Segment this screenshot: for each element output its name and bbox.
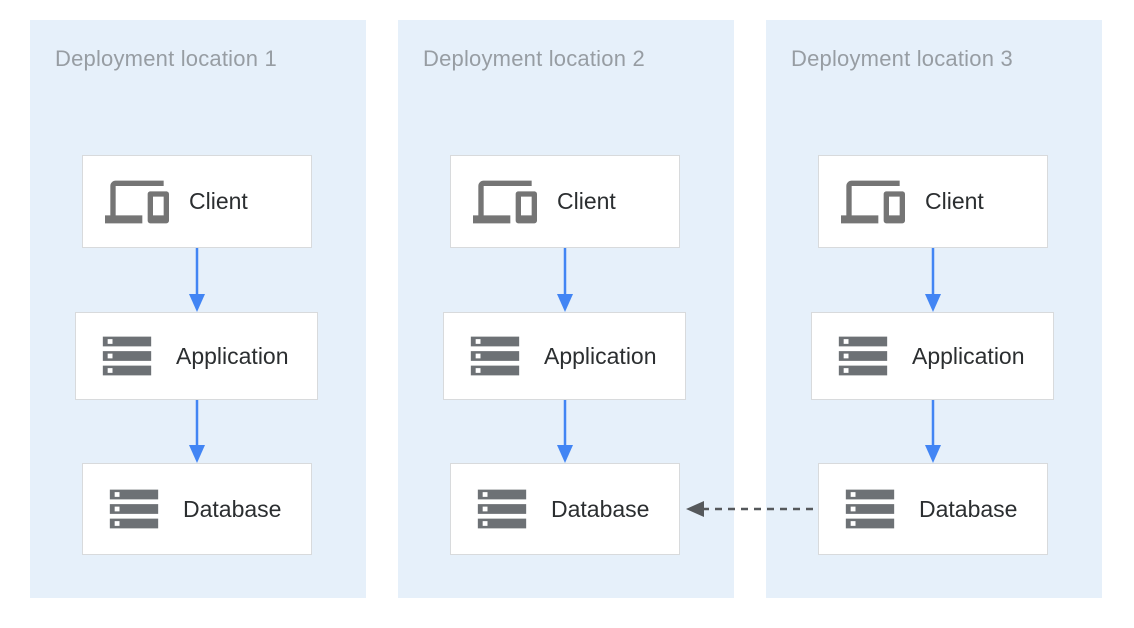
node-database: Database bbox=[450, 463, 680, 555]
node-label: Application bbox=[176, 342, 289, 369]
devices-icon bbox=[841, 170, 905, 234]
server-stack-icon bbox=[98, 327, 156, 385]
node-application: Application bbox=[443, 312, 686, 400]
node-label: Client bbox=[189, 188, 248, 214]
deployment-panel-2: Deployment location 2 Client Application… bbox=[398, 20, 734, 598]
devices-icon bbox=[105, 170, 169, 234]
node-client: Client bbox=[450, 155, 680, 248]
server-stack-icon bbox=[105, 480, 163, 538]
arrow-application-to-database bbox=[189, 400, 205, 463]
server-stack-icon bbox=[473, 480, 531, 538]
panel-title: Deployment location 3 bbox=[791, 46, 1013, 71]
panel-title: Deployment location 2 bbox=[423, 46, 645, 71]
arrow-application-to-database bbox=[557, 400, 573, 463]
node-label: Database bbox=[183, 495, 282, 522]
server-stack-icon bbox=[841, 480, 899, 538]
node-application: Application bbox=[811, 312, 1054, 400]
node-database: Database bbox=[818, 463, 1048, 555]
node-database: Database bbox=[82, 463, 312, 555]
node-label: Client bbox=[925, 188, 984, 214]
dashed-replication-arrow bbox=[686, 501, 813, 517]
node-label: Application bbox=[544, 342, 657, 369]
node-label: Database bbox=[919, 495, 1018, 522]
node-label: Application bbox=[912, 342, 1025, 369]
arrow-client-to-application bbox=[189, 248, 205, 312]
node-client: Client bbox=[82, 155, 312, 248]
node-label: Database bbox=[551, 495, 650, 522]
arrow-client-to-application bbox=[557, 248, 573, 312]
deployment-panel-1: Deployment location 1 Client Application… bbox=[30, 20, 366, 598]
node-client: Client bbox=[818, 155, 1048, 248]
devices-icon bbox=[473, 170, 537, 234]
arrow-client-to-application bbox=[925, 248, 941, 312]
node-application: Application bbox=[75, 312, 318, 400]
deployment-panel-3: Deployment location 3 Client Application… bbox=[766, 20, 1102, 598]
node-label: Client bbox=[557, 188, 616, 214]
server-stack-icon bbox=[834, 327, 892, 385]
server-stack-icon bbox=[466, 327, 524, 385]
arrow-application-to-database bbox=[925, 400, 941, 463]
panel-title: Deployment location 1 bbox=[55, 46, 277, 71]
